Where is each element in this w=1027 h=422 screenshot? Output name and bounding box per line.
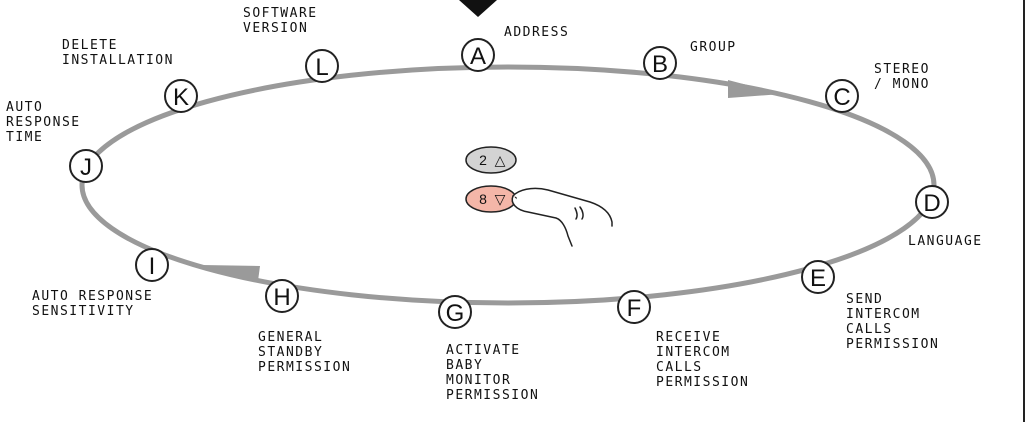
label-line: VERSION (243, 21, 309, 36)
node-i: I (135, 248, 169, 282)
node-letter: A (470, 43, 486, 70)
label-line: CALLS (656, 360, 703, 375)
direction-arrow-right (728, 80, 782, 98)
label-line: PERMISSION (656, 375, 750, 390)
node-letter: J (80, 154, 92, 181)
node-a: A (461, 38, 495, 72)
node-b: B (643, 46, 677, 80)
label-line: PERMISSION (258, 360, 352, 375)
entry-arrow-icon (459, 0, 497, 17)
node-letter: H (273, 284, 290, 311)
label-line: TIME (6, 130, 44, 145)
node-letter: F (627, 295, 642, 322)
key-down-number: 8 (479, 191, 487, 207)
label-line: ACTIVATE (446, 343, 521, 358)
node-h: H (265, 279, 299, 313)
frame-border-right (1023, 0, 1025, 422)
label-language: LANGUAGE (908, 234, 983, 249)
label-line: AUTO RESPONSE (32, 289, 154, 304)
key-up-button[interactable]: 2 △ (465, 146, 517, 174)
label-line: RESPONSE (6, 115, 81, 130)
label-line: SEND (846, 292, 884, 307)
node-letter: D (923, 190, 940, 217)
node-letter: C (833, 84, 850, 111)
node-f: F (617, 290, 651, 324)
label-line: RECEIVE (656, 330, 722, 345)
hand-pointer-icon (511, 187, 613, 247)
node-letter: I (149, 253, 156, 280)
node-letter: K (173, 84, 189, 111)
label-line: SENSITIVITY (32, 304, 135, 319)
label-line: / MONO (874, 77, 930, 92)
label-stereo-mono: STEREO/ MONO (874, 62, 930, 92)
cycle-loop (79, 64, 937, 306)
node-d: D (915, 185, 949, 219)
label-line: PERMISSION (846, 337, 940, 352)
label-line: CALLS (846, 322, 893, 337)
node-letter: L (315, 54, 328, 81)
label-line: SOFTWARE (243, 6, 318, 21)
node-c: C (825, 79, 859, 113)
node-letter: G (446, 300, 465, 327)
label-line: MONITOR (446, 373, 512, 388)
key-down-button[interactable]: 8 ▽ (465, 185, 517, 213)
node-g: G (438, 295, 472, 329)
label-line: PERMISSION (446, 388, 540, 403)
label-line: DELETE (62, 38, 118, 53)
label-line: LANGUAGE (908, 234, 983, 249)
node-letter: E (810, 265, 826, 292)
up-triangle-icon: △ (495, 152, 506, 168)
node-l: L (305, 49, 339, 83)
label-line: BABY (446, 358, 484, 373)
label-line: INTERCOM (656, 345, 731, 360)
label-line: GENERAL (258, 330, 324, 345)
label-line: ADDRESS (504, 25, 570, 40)
label-line: AUTO (6, 100, 44, 115)
label-address: ADDRESS (504, 25, 569, 40)
direction-arrow-left (202, 265, 260, 281)
label-line: INTERCOM (846, 307, 921, 322)
label-group: GROUP (690, 40, 737, 55)
label-line: GROUP (690, 40, 737, 55)
key-up-number: 2 (479, 152, 487, 168)
node-j: J (69, 149, 103, 183)
label-line: STEREO (874, 62, 930, 77)
down-triangle-icon: ▽ (495, 191, 506, 207)
label-line: STANDBY (258, 345, 324, 360)
node-k: K (164, 79, 198, 113)
node-e: E (801, 260, 835, 294)
node-letter: B (652, 51, 668, 78)
label-line: INSTALLATION (62, 53, 174, 68)
